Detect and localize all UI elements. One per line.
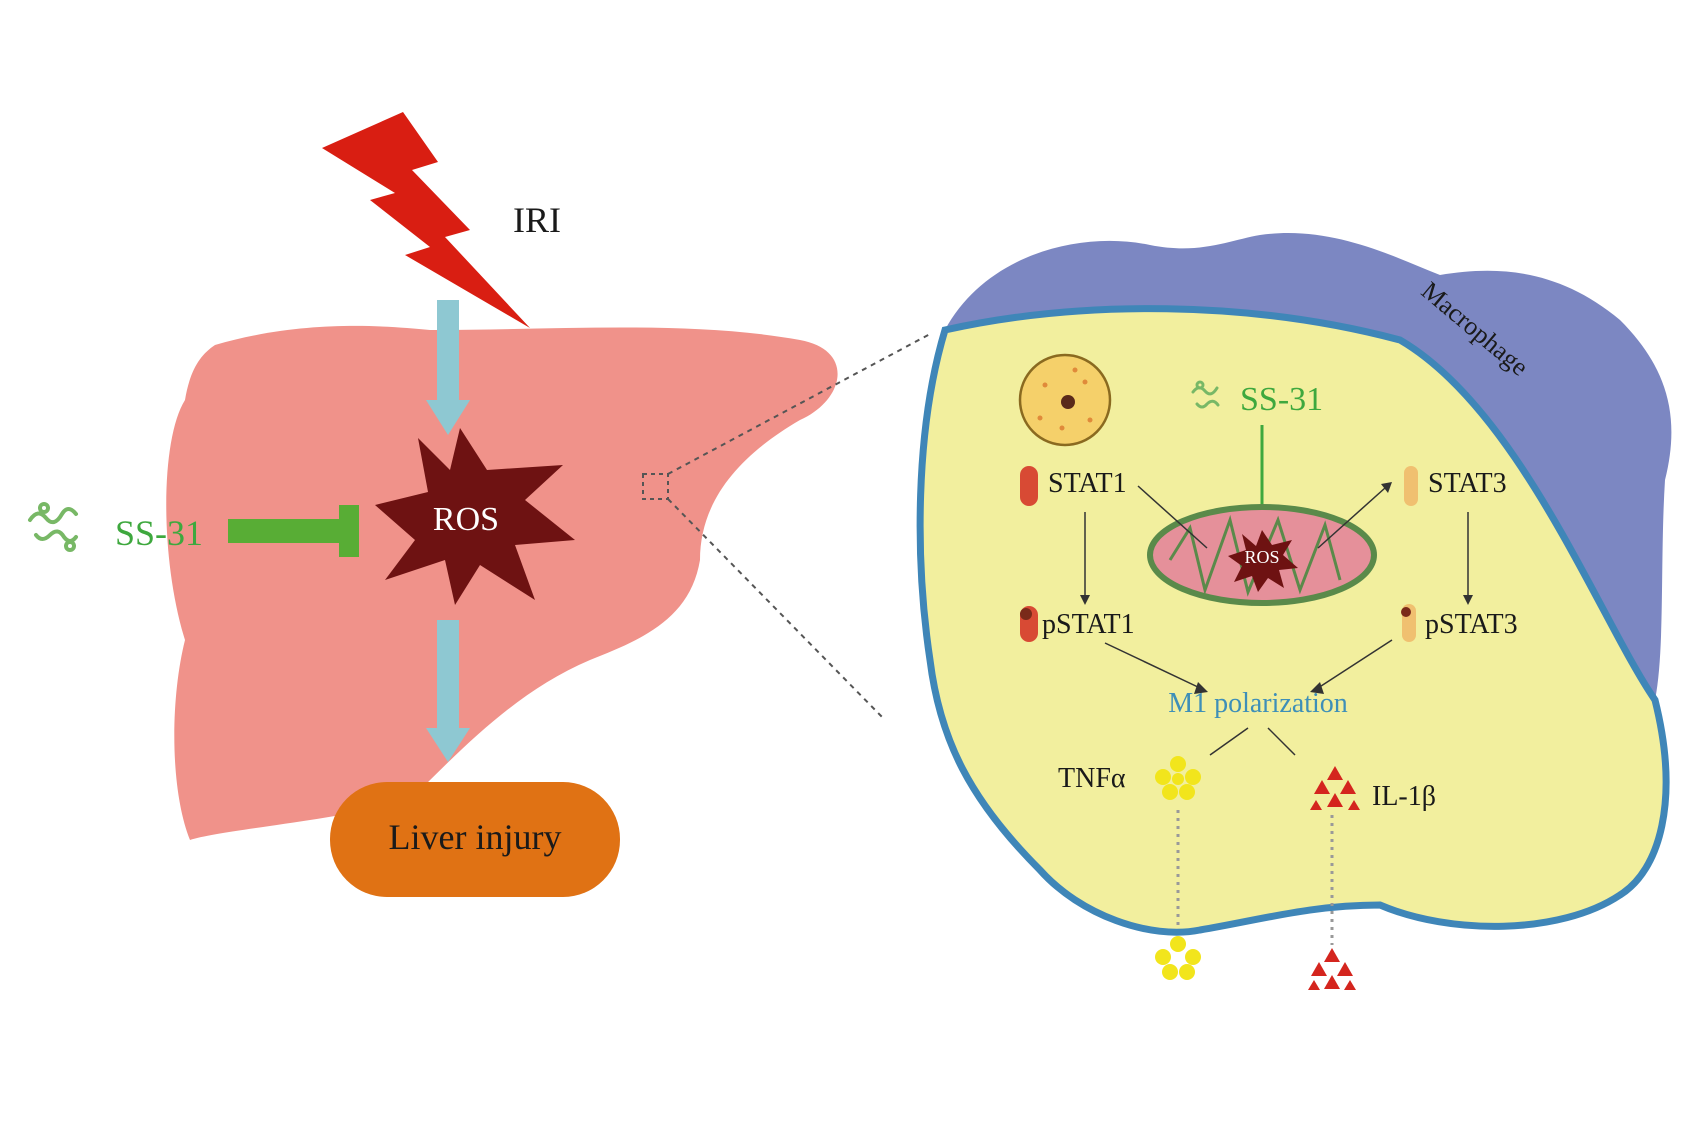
tnf-cluster-icon bbox=[1155, 756, 1201, 800]
il1-secreted-icon bbox=[1308, 948, 1356, 990]
arrow-stat1-to-mito bbox=[1137, 485, 1208, 549]
arrow-pstat1-to-m1 bbox=[1104, 642, 1201, 689]
ros-burst-mito bbox=[1228, 530, 1298, 592]
stat1-label: STAT1 bbox=[1048, 468, 1127, 499]
branch-to-tnf bbox=[1209, 727, 1249, 756]
branch-to-il1 bbox=[1267, 727, 1296, 756]
pstat3-protein-icon bbox=[1401, 604, 1416, 642]
pstat3-label: pSTAT3 bbox=[1425, 609, 1518, 640]
il1-label: IL-1β bbox=[1372, 781, 1436, 812]
liver-injury-box bbox=[330, 782, 620, 897]
arrowhead-stat3 bbox=[1381, 482, 1392, 493]
lightning-bolt-icon bbox=[322, 112, 530, 328]
ss31-label-liver: SS-31 bbox=[115, 513, 203, 553]
pstat1-protein-icon bbox=[1020, 606, 1038, 642]
ss31-peptide-icon bbox=[28, 502, 78, 552]
arrowhead-m1-left bbox=[1194, 682, 1208, 694]
arrow-mito-to-stat3 bbox=[1317, 487, 1386, 549]
stat1-protein-icon bbox=[1020, 466, 1038, 506]
tnf-label: TNFα bbox=[1058, 763, 1126, 794]
ros-label-mito: ROS bbox=[1244, 547, 1279, 567]
macrophage-back-surface bbox=[945, 233, 1672, 700]
macrophage-cell bbox=[916, 305, 1670, 936]
arrowhead-pstat3 bbox=[1463, 595, 1473, 605]
tnf-secreted-icon bbox=[1155, 936, 1201, 980]
stat3-label: STAT3 bbox=[1428, 468, 1507, 499]
liver-shape bbox=[166, 325, 838, 841]
arrow-ros-to-injury bbox=[426, 620, 470, 762]
ss31-label-cell: SS-31 bbox=[1240, 381, 1323, 418]
arrow-pstat3-to-m1 bbox=[1317, 639, 1393, 689]
stat3-protein-icon bbox=[1404, 466, 1418, 506]
ros-label: ROS bbox=[433, 501, 499, 538]
pstat1-label: pSTAT1 bbox=[1042, 609, 1135, 640]
ss31-inhibition-bar bbox=[228, 505, 359, 557]
ss31-peptide-icon-cell bbox=[1191, 380, 1220, 409]
arrowhead-m1-right bbox=[1310, 682, 1324, 694]
iri-label: IRI bbox=[513, 200, 561, 240]
zoom-line-bottom bbox=[667, 498, 886, 721]
liver-injury-label: Liver injury bbox=[389, 817, 562, 857]
arrow-iri-to-ros bbox=[426, 300, 470, 435]
il1-cluster-icon bbox=[1310, 766, 1360, 810]
ros-burst bbox=[375, 428, 575, 605]
m1-polarization-label: M1 polarization bbox=[1168, 688, 1348, 719]
nucleus bbox=[1018, 353, 1112, 447]
arrowhead-pstat1 bbox=[1080, 595, 1090, 605]
